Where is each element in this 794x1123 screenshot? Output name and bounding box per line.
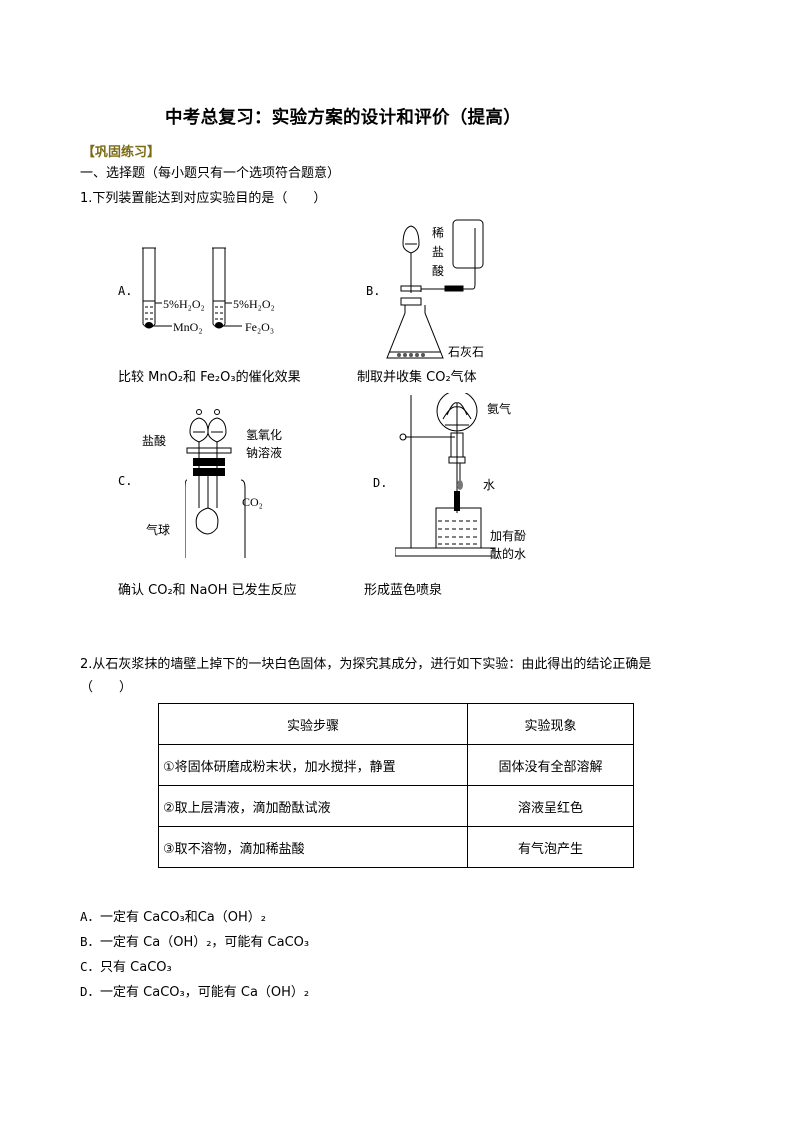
fountain-apparatus-diagram: [395, 393, 496, 557]
option-a-letter: A.: [118, 284, 133, 298]
option-b-letter: B.: [366, 284, 381, 298]
label-acid-3: 酸: [432, 264, 445, 278]
q2-option-b: B．一定有 Ca（OH）₂，可能有 CaCO₃: [80, 931, 309, 950]
table-cell: ①将固体研磨成粉末状，加水搅拌，静置: [158, 744, 468, 786]
table-cell: 有气泡产生: [467, 826, 634, 868]
option-letter: B．: [80, 934, 101, 949]
q2-option-c: C．只有 CaCO₃: [80, 956, 172, 975]
option-c-caption: 确认 CO₂和 NaOH 已发生反应: [118, 583, 297, 598]
table-cell: 溶液呈红色: [467, 785, 634, 827]
table-cell: ③取不溶物，滴加稀盐酸: [158, 826, 468, 868]
table-row: ①将固体研磨成粉末状，加水搅拌，静置 固体没有全部溶解: [158, 744, 634, 786]
q2-stem-line1: 2.从石灰浆抹的墙壁上掉下的一块白色固体，为探究其成分，进行如下实验：由此得出的…: [80, 657, 652, 672]
option-text: 一定有 CaCO₃，可能有 Ca（OH）₂: [100, 985, 310, 1000]
bottle-balloon-diagram: [185, 409, 246, 558]
label-acid-1: 稀: [432, 226, 445, 240]
option-d-caption: 形成蓝色喷泉: [364, 583, 443, 598]
table-cell: 固体没有全部溶解: [467, 744, 634, 786]
page-title: 中考总复习：实验方案的设计和评价（提高）: [165, 108, 521, 128]
label-phenol-1: 加有酚: [490, 529, 527, 543]
option-text: 一定有 CaCO₃和Ca（OH）₂: [100, 910, 266, 925]
option-letter: D．: [80, 984, 101, 999]
label-phenol-2: 酞的水: [490, 547, 527, 561]
option-a-caption: 比较 MnO₂和 Fe₂O₃的催化效果: [118, 370, 301, 385]
table-header: 实验步骤: [158, 703, 468, 745]
label-mno2: MnO₂: [173, 320, 203, 334]
q1-stem: 1.下列装置能达到对应实验目的是（ ）: [80, 191, 327, 206]
label-h2o2-right: 5%H₂O₂: [233, 297, 275, 311]
label-limestone: 石灰石: [448, 345, 485, 359]
option-letter: C．: [80, 959, 101, 974]
table-row: ③取不溶物，滴加稀盐酸 有气泡产生: [158, 826, 634, 868]
option-b-caption: 制取并收集 CO₂气体: [357, 370, 477, 385]
test-tubes-diagram: [142, 247, 242, 329]
section-tag: 【巩固练习】: [82, 145, 161, 160]
q2-option-d: D．一定有 CaCO₃，可能有 Ca（OH）₂: [80, 981, 309, 1000]
label-hcl: 盐酸: [142, 434, 167, 448]
label-water: 水: [483, 478, 496, 492]
table-cell: ②取上层清液，滴加酚酞试液: [158, 785, 468, 827]
label-balloon: 气球: [146, 523, 171, 537]
option-text: 一定有 Ca（OH）₂，可能有 CaCO₃: [100, 935, 310, 950]
q2-option-a: A．一定有 CaCO₃和Ca（OH）₂: [80, 906, 266, 925]
label-naoh-2: 钠溶液: [246, 446, 283, 460]
table-header: 实验现象: [467, 703, 634, 745]
option-d-letter: D.: [373, 476, 388, 490]
flask-apparatus-diagram: [386, 219, 484, 359]
part-heading: 一、选择题（每小题只有一个选项符合题意）: [80, 166, 341, 181]
label-acid-2: 盐: [432, 245, 445, 259]
table-row: ②取上层清液，滴加酚酞试液 溶液呈红色: [158, 785, 634, 827]
label-fe2o3: Fe₂O₃: [245, 320, 275, 334]
option-text: 只有 CaCO₃: [100, 960, 172, 975]
option-c-letter: C.: [118, 474, 133, 488]
table-header-row: 实验步骤 实验现象: [158, 703, 634, 745]
label-ammonia: 氨气: [487, 402, 512, 416]
q2-stem-line2: （ ）: [80, 680, 133, 695]
label-co2: CO₂: [242, 495, 263, 509]
label-naoh-1: 氢氧化: [246, 428, 283, 442]
label-h2o2-left: 5%H₂O₂: [163, 297, 205, 311]
experiment-table: 实验步骤 实验现象 ①将固体研磨成粉末状，加水搅拌，静置 固体没有全部溶解 ②取…: [158, 703, 634, 868]
option-letter: A．: [80, 909, 101, 924]
